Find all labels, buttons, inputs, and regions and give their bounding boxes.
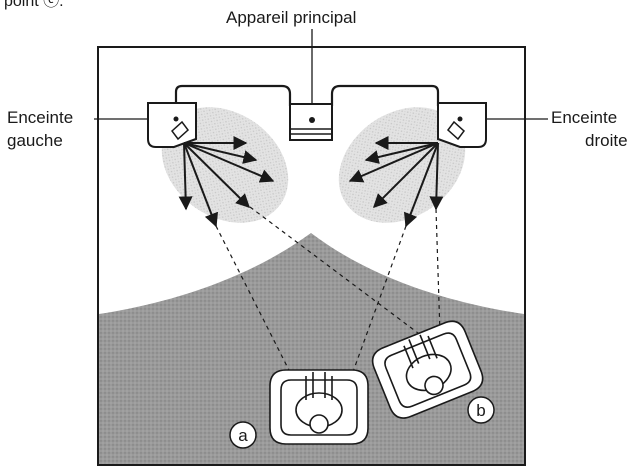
right-speaker-sound-arrows [348, 136, 444, 228]
right-speaker-cable [330, 84, 440, 106]
right-speaker-icon [437, 102, 487, 148]
right-dispersion-zone [338, 107, 466, 223]
header-fragment: point ⓒ. [4, 0, 64, 10]
position-label-a: a [238, 426, 248, 445]
left-speaker-sound-arrows [178, 136, 275, 228]
left-speaker-icon [147, 102, 197, 148]
listening-axis-lines [215, 206, 441, 381]
position-marker-a: a [229, 421, 257, 449]
main-unit-label: Appareil principal [226, 8, 357, 27]
left-speaker-cable [174, 84, 292, 106]
left-speaker-label-line-1: Enceinte [7, 108, 74, 127]
listener-chair-icon-a [269, 369, 369, 445]
listener-chair-icon-b [371, 320, 484, 419]
position-marker-b: b [467, 396, 495, 424]
right-speaker-label-line-1: Enceinte [551, 108, 618, 127]
left-speaker-label-line-2: gauche [7, 131, 63, 150]
main-unit-icon [289, 103, 333, 141]
position-label-b: b [476, 401, 485, 420]
right-speaker-label-line-2: droite [585, 131, 628, 150]
